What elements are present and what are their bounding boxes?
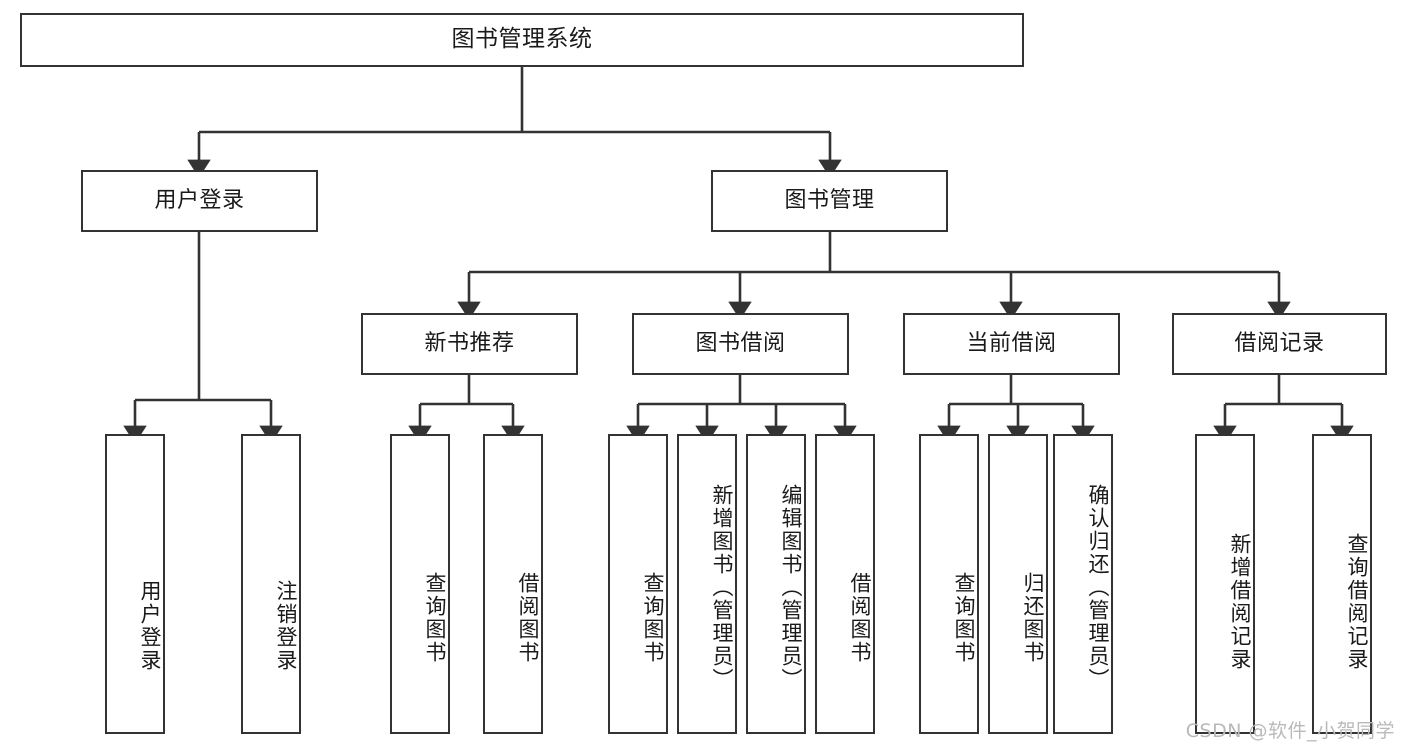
node-label: 图书管理系统 (451, 26, 593, 53)
node-root-system[interactable]: 图书管理系统 (20, 13, 1024, 67)
node-label: 新增借阅记录 (1228, 533, 1252, 671)
leaf-user-login-login[interactable]: 用户登录 (105, 434, 165, 734)
node-label: 新增图书（管理员） (710, 483, 734, 691)
node-label: 查询图书 (423, 572, 447, 664)
leaf-new-book-borrow[interactable]: 借阅图书 (483, 434, 543, 734)
leaf-borrow-record-query[interactable]: 查询借阅记录 (1312, 434, 1372, 734)
node-label: 确认归还（管理员） (1086, 483, 1110, 691)
node-current-borrow[interactable]: 当前借阅 (903, 313, 1120, 375)
node-new-book-recommend[interactable]: 新书推荐 (361, 313, 578, 375)
leaf-book-borrow-add[interactable]: 新增图书（管理员） (677, 434, 737, 734)
leaf-new-book-query[interactable]: 查询图书 (390, 434, 450, 734)
node-book-borrow[interactable]: 图书借阅 (632, 313, 849, 375)
node-label: 查询图书 (641, 572, 665, 664)
node-label: 查询借阅记录 (1345, 533, 1369, 671)
node-label: 借阅图书 (516, 572, 540, 664)
leaf-book-borrow-borrow[interactable]: 借阅图书 (815, 434, 875, 734)
node-label: 用户登录 (154, 187, 245, 213)
node-label: 查询图书 (952, 572, 976, 664)
node-label: 注销登录 (274, 580, 298, 672)
node-label: 用户登录 (138, 580, 162, 672)
node-label: 编辑图书（管理员） (779, 483, 803, 691)
leaf-borrow-record-add[interactable]: 新增借阅记录 (1195, 434, 1255, 734)
leaf-book-borrow-edit[interactable]: 编辑图书（管理员） (746, 434, 806, 734)
node-label: 归还图书 (1021, 572, 1045, 664)
node-label: 图书借阅 (695, 330, 786, 356)
node-label: 借阅图书 (848, 572, 872, 664)
leaf-book-borrow-query[interactable]: 查询图书 (608, 434, 668, 734)
leaf-current-borrow-return[interactable]: 归还图书 (988, 434, 1048, 734)
leaf-current-borrow-confirm[interactable]: 确认归还（管理员） (1053, 434, 1113, 734)
node-label: 图书管理 (784, 187, 875, 213)
node-book-management[interactable]: 图书管理 (711, 170, 948, 232)
node-label: 借阅记录 (1234, 330, 1325, 356)
node-borrow-record[interactable]: 借阅记录 (1172, 313, 1387, 375)
leaf-user-login-logout[interactable]: 注销登录 (241, 434, 301, 734)
watermark-text: CSDN @软件_小贺同学 (1185, 720, 1395, 742)
node-user-login[interactable]: 用户登录 (81, 170, 318, 232)
leaf-current-borrow-query[interactable]: 查询图书 (919, 434, 979, 734)
node-label: 当前借阅 (966, 330, 1057, 356)
node-label: 新书推荐 (424, 330, 515, 356)
